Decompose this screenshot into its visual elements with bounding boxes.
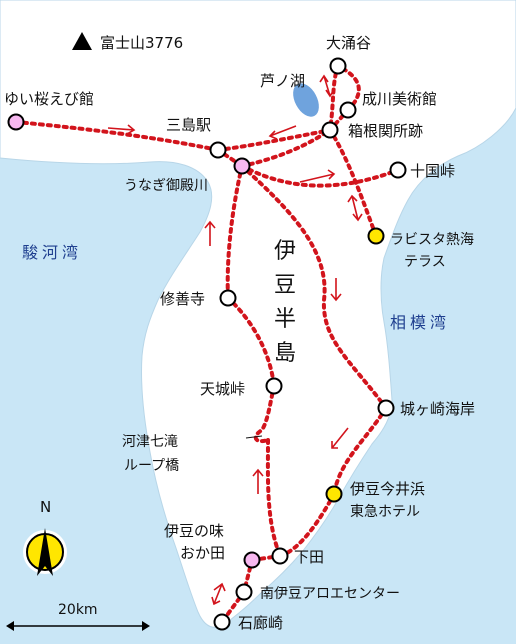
marker-shuzenji bbox=[219, 289, 237, 307]
label-peninsula-1: 伊 bbox=[274, 239, 296, 264]
arrow-to-jikkoku-icon bbox=[299, 169, 336, 183]
marker-unagi bbox=[233, 157, 251, 175]
label-shuzenji: 修善寺 bbox=[160, 290, 205, 308]
loop-leader-line bbox=[245, 435, 263, 439]
direction-arrows bbox=[107, 74, 363, 606]
marker-okada bbox=[243, 551, 261, 569]
label-mishima: 三島駅 bbox=[166, 116, 211, 134]
label-yui: ゆい桜えび館 bbox=[4, 90, 94, 108]
compass-label: N bbox=[40, 498, 51, 516]
compass-icon: N bbox=[23, 498, 67, 576]
route-unagi-east-coast bbox=[240, 164, 388, 410]
arrow-north-2-icon bbox=[252, 468, 264, 494]
marker-narikawa bbox=[339, 101, 357, 119]
label-unagi: うなぎ御殿川 bbox=[124, 178, 208, 194]
ashinoko-lake bbox=[293, 83, 319, 117]
route-yui-mishima bbox=[14, 120, 220, 152]
label-sagami-bay: 相模湾 bbox=[390, 313, 450, 332]
route-jogasaki-imaihama bbox=[332, 406, 388, 496]
arrow-east-icon bbox=[107, 124, 136, 135]
marker-hakone-sekisho bbox=[321, 121, 339, 139]
route-amagi-loop bbox=[253, 384, 276, 443]
label-imaihama-2: 東急ホテル bbox=[350, 504, 420, 520]
label-irozaki: 石廊崎 bbox=[238, 614, 283, 632]
route-mishima-hakone bbox=[216, 128, 332, 152]
marker-imaihama bbox=[325, 485, 343, 503]
arrow-north-icon bbox=[204, 220, 216, 246]
route-unagi-hakone bbox=[240, 128, 332, 168]
label-kawazu-2: ループ橋 bbox=[124, 458, 179, 474]
label-hakone-sekisho: 箱根関所跡 bbox=[348, 122, 423, 140]
label-ooakudani: 大涌谷 bbox=[326, 34, 371, 52]
arrow-up-down-2-icon bbox=[347, 194, 363, 222]
arrow-up-down-3-icon bbox=[211, 582, 226, 606]
route-hakone-labista bbox=[328, 128, 378, 238]
scale-label: 20km bbox=[58, 602, 98, 618]
label-amagi: 天城峠 bbox=[200, 380, 245, 398]
route-unagi-shuzenji bbox=[225, 164, 244, 300]
marker-yui bbox=[7, 113, 25, 131]
route-unagi-jikkoku bbox=[240, 164, 400, 188]
route-shuzenji-amagi bbox=[226, 296, 276, 388]
place-markers bbox=[7, 57, 407, 631]
label-jogasaki: 城ヶ崎海岸 bbox=[400, 400, 475, 418]
mountain-triangle-icon bbox=[72, 32, 92, 50]
label-labista-1: ラビスタ熱海 bbox=[390, 232, 474, 248]
marker-mishima bbox=[209, 141, 227, 159]
arrow-south-icon bbox=[330, 278, 342, 302]
label-peninsula-3: 半 bbox=[274, 307, 296, 332]
label-shimoda: 下田 bbox=[294, 548, 324, 566]
arrow-southwest-icon bbox=[331, 427, 349, 449]
label-labista-2: テラス bbox=[404, 254, 446, 270]
route-imaihama-shimoda bbox=[278, 492, 336, 558]
marker-labista bbox=[367, 227, 385, 245]
label-ashinoko: 芦ノ湖 bbox=[260, 72, 305, 90]
label-peninsula-4: 島 bbox=[274, 341, 296, 366]
label-jikkoku: 十国峠 bbox=[410, 162, 455, 180]
marker-amagi bbox=[265, 377, 283, 395]
marker-aloe bbox=[235, 583, 253, 601]
marker-jikkoku bbox=[389, 161, 407, 179]
label-kawazu-1: 河津七滝 bbox=[122, 434, 178, 450]
marker-irozaki bbox=[213, 613, 231, 631]
label-okada-1: 伊豆の味 bbox=[164, 522, 224, 540]
label-imaihama-1: 伊豆今井浜 bbox=[350, 480, 425, 498]
label-narikawa: 成川美術館 bbox=[362, 90, 437, 108]
scale-bar-icon: 20km bbox=[6, 602, 150, 631]
label-aloe: 南伊豆アロエセンター bbox=[260, 586, 400, 602]
marker-ooakudani bbox=[329, 57, 347, 75]
label-okada-2: おか田 bbox=[180, 544, 225, 562]
label-suruga-bay: 駿河湾 bbox=[22, 243, 82, 262]
arrow-up-down-icon bbox=[319, 74, 335, 98]
marker-jogasaki bbox=[377, 399, 395, 417]
route-loop-shimoda bbox=[265, 438, 282, 558]
arrow-west-icon bbox=[268, 125, 297, 140]
label-peninsula-2: 豆 bbox=[274, 273, 296, 298]
marker-shimoda bbox=[271, 547, 289, 565]
mountain-label: 富士山3776 bbox=[100, 34, 183, 52]
